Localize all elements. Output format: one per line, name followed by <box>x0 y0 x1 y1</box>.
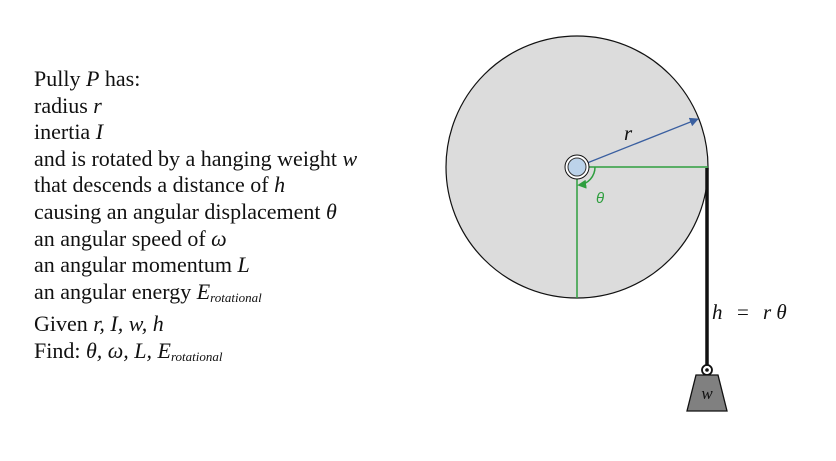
subscript-rotational: rotational <box>210 289 262 305</box>
angle-label: θ <box>596 190 604 207</box>
var-h: h <box>274 172 286 198</box>
text-segment: and is rotated by a hanging weight <box>34 145 343 171</box>
line-distance: that descends a distance of h <box>34 172 357 199</box>
line-find: Find: θ, ω, L, Erotational <box>34 338 357 371</box>
problem-statement: Pully P has: radius r inertia I and is r… <box>34 66 357 371</box>
text-segment: Pully <box>34 66 86 91</box>
text-segment: an angular energy <box>34 278 197 304</box>
text-segment: an angular momentum <box>34 252 238 278</box>
var-p: P <box>85 66 100 91</box>
line-radius: radius r <box>34 93 357 120</box>
var-r: r <box>93 92 102 118</box>
angle-arc <box>577 166 596 189</box>
text-segment: has: <box>99 66 141 91</box>
line-angular-energy: an angular energy Erotational <box>34 279 357 312</box>
line-given: Given r, I, w, h <box>34 311 357 338</box>
var-omega: ω <box>211 225 227 251</box>
subscript-rotational: rotational <box>170 348 223 364</box>
text-segment: radius <box>34 92 94 118</box>
equation-equals: = <box>737 300 749 324</box>
given-vars: r, I, w, h <box>93 311 164 337</box>
radius-arrow <box>576 117 699 168</box>
line-weight: and is rotated by a hanging weight w <box>34 146 357 173</box>
var-e: E <box>196 278 211 304</box>
find-vars: θ, ω, L, E <box>85 337 171 363</box>
text-segment: inertia <box>34 119 96 145</box>
pulley-axle <box>567 157 587 177</box>
text-segment: Given <box>34 311 94 337</box>
var-i: I <box>95 119 104 145</box>
line-angular-speed: an angular speed of ω <box>34 226 357 253</box>
var-l: L <box>237 252 250 278</box>
text-segment: an angular speed of <box>34 225 212 251</box>
line-pully: Pully P has: <box>34 66 357 93</box>
radius-label: r <box>624 121 633 145</box>
text-segment: that descends a distance of <box>34 172 275 198</box>
text-segment: causing an angular displacement <box>34 198 327 224</box>
hanging-weight <box>686 374 728 412</box>
text-segment: Find: <box>34 337 86 363</box>
var-w: w <box>342 145 358 171</box>
equation-h: h <box>712 300 723 324</box>
weight-label: w <box>701 384 713 403</box>
line-angular-momentum: an angular momentum L <box>34 252 357 279</box>
line-inertia: inertia I <box>34 119 357 146</box>
line-angular-displacement: causing an angular displacement θ <box>34 199 357 226</box>
hook-center <box>705 368 709 372</box>
var-theta: θ <box>326 198 337 224</box>
equation-rhs: r θ <box>763 300 787 324</box>
